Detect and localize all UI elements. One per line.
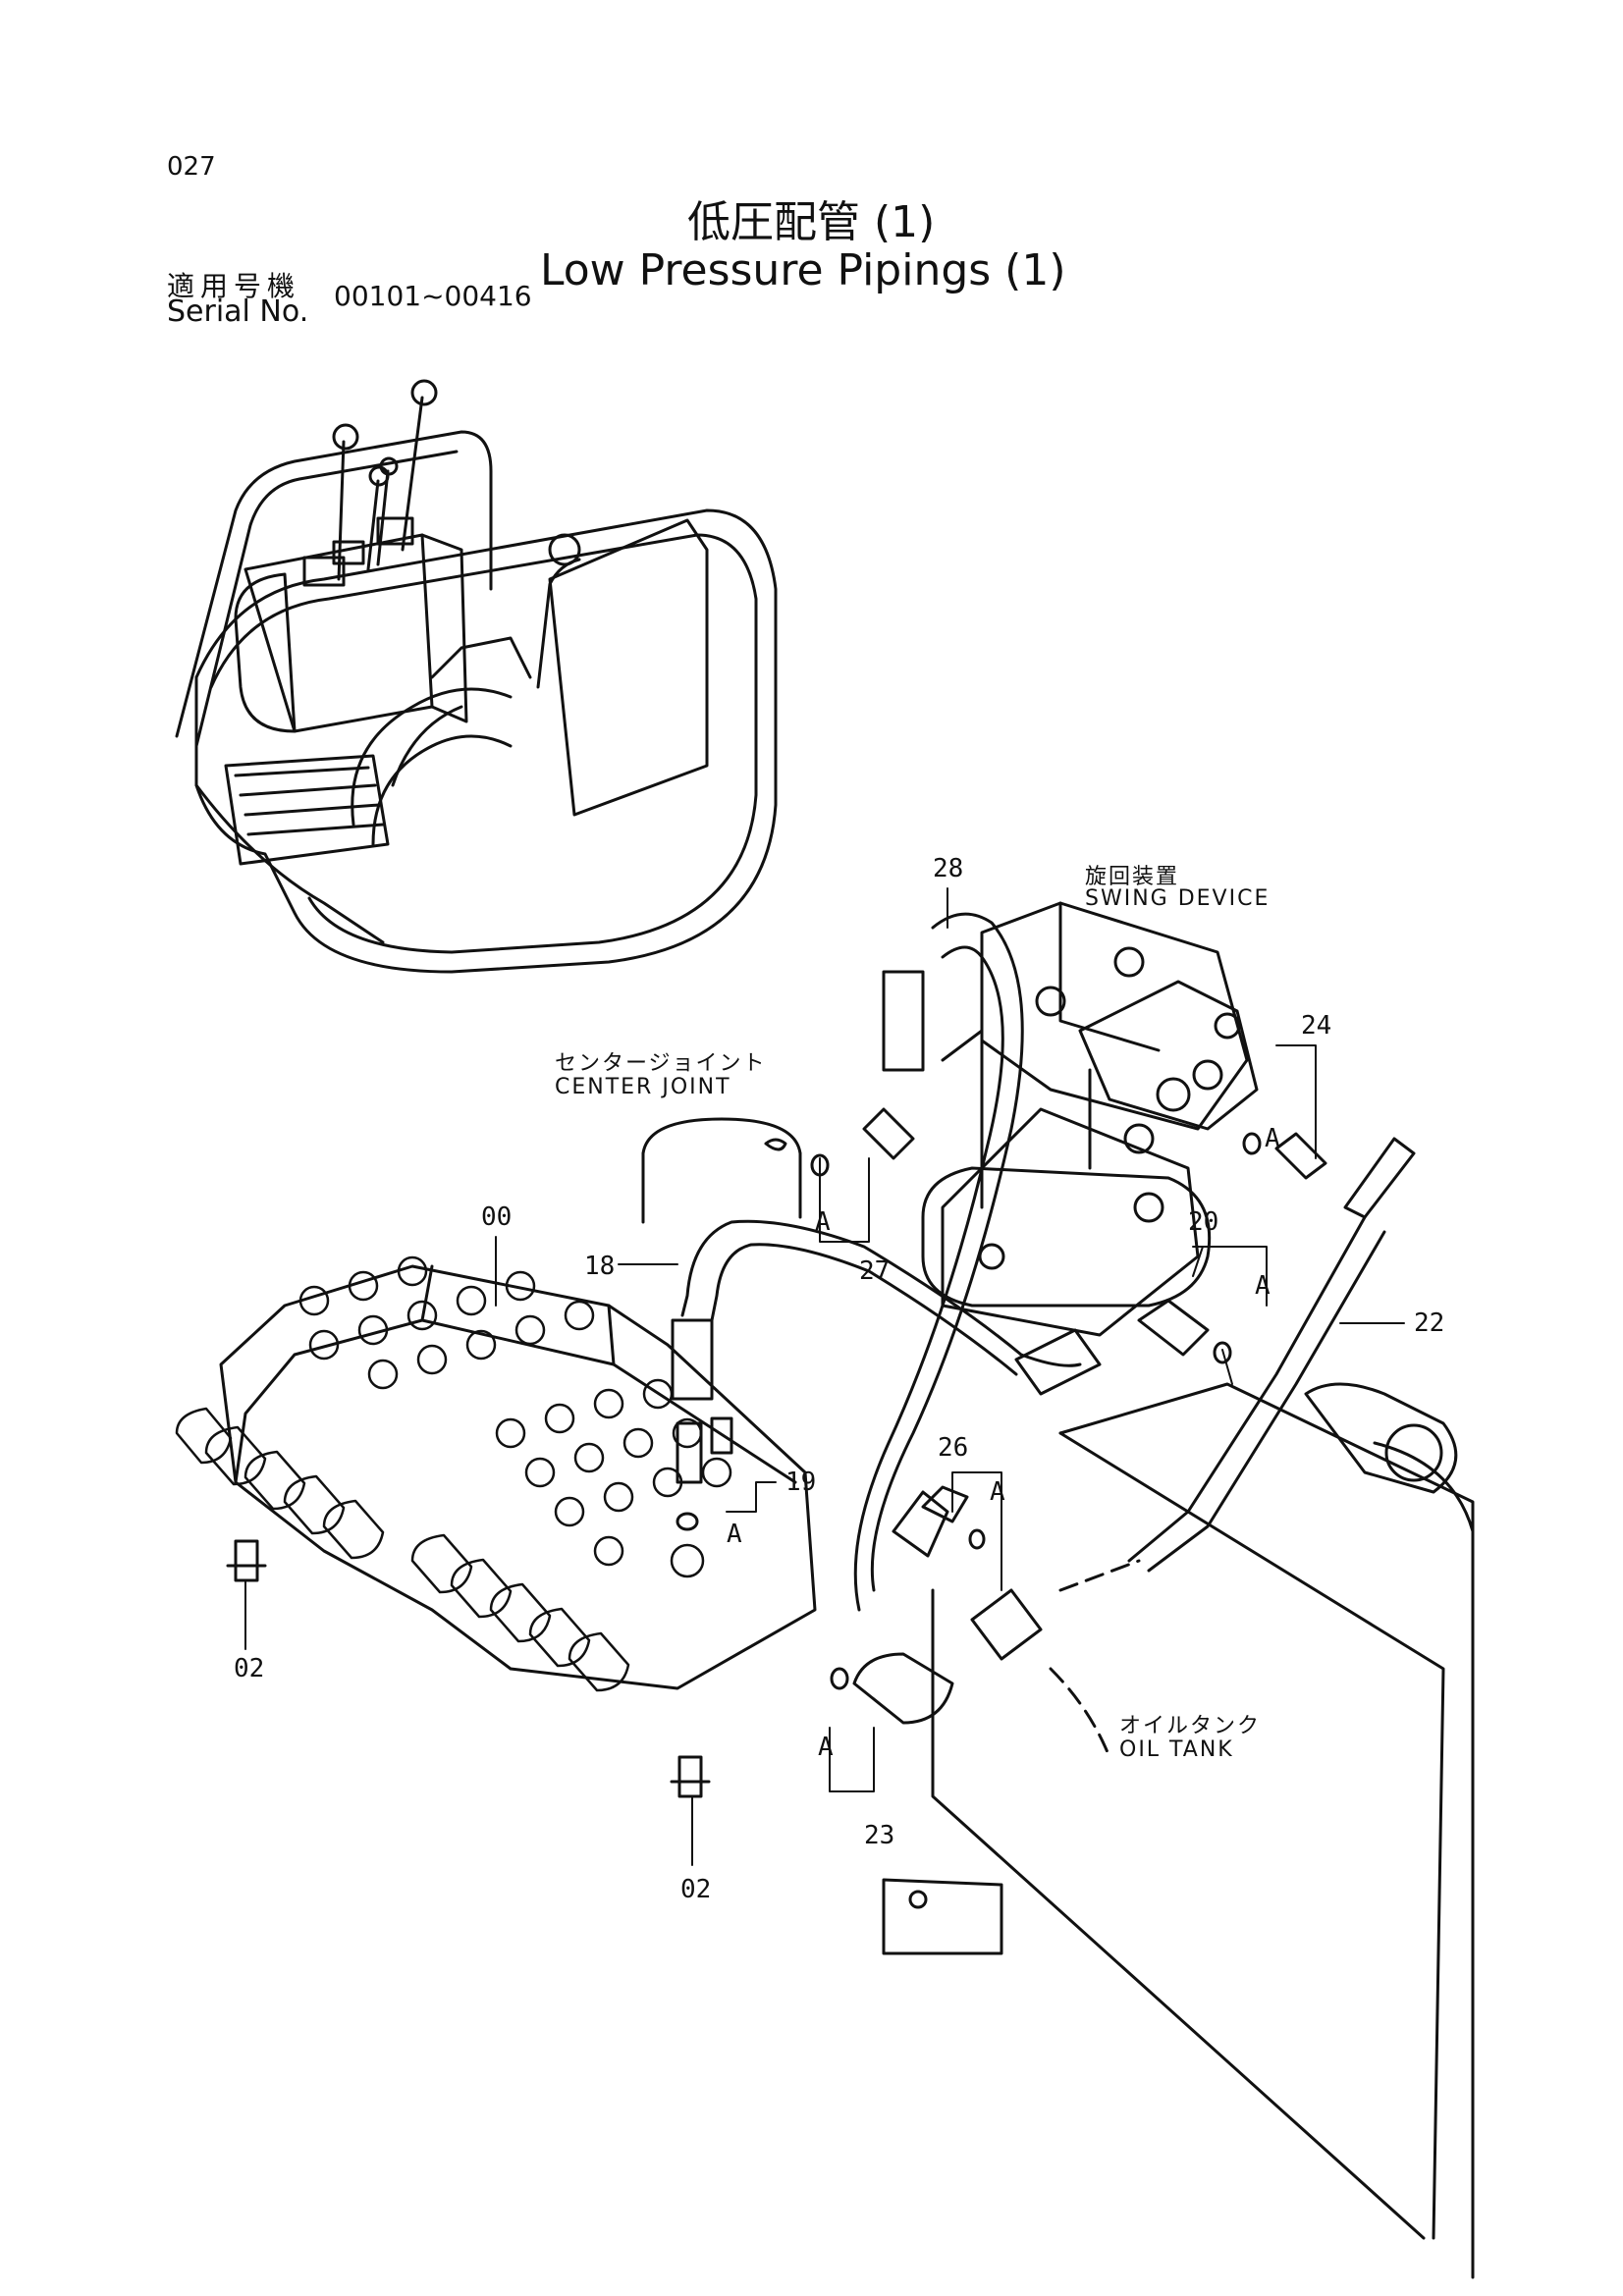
leader-lines (244, 887, 1405, 1866)
page-title-en: Low Pressure Pipings (1) (540, 245, 1066, 295)
callout-24: 24 (1301, 1011, 1332, 1041)
callout-27-a: A (815, 1207, 831, 1237)
callout-22: 22 (1414, 1308, 1445, 1338)
callout-20-a: A (1255, 1271, 1271, 1301)
callout-27: 27 (859, 1256, 891, 1286)
center-joint-drawing (641, 1117, 802, 1224)
hose-drawing (671, 912, 1416, 1725)
callout-00: 00 (481, 1202, 513, 1232)
machine-overview-drawing (175, 379, 778, 974)
oil-tank-label-jp: オイルタンク (1119, 1714, 1262, 1738)
page-title-jp: 低圧配管 (1) (687, 197, 936, 247)
callout-23-a: A (818, 1733, 834, 1762)
swing-device-label-jp: 旋回装置 (1085, 865, 1180, 889)
callout-19-a: A (727, 1520, 742, 1549)
oil-tank-label-en: OIL TANK (1119, 1737, 1234, 1762)
swing-device-label-en: SWING DEVICE (1085, 886, 1271, 911)
center-joint-label-jp: センタージョイント (555, 1051, 767, 1076)
callout-23: 23 (864, 1821, 895, 1850)
callout-26-a: A (990, 1477, 1005, 1507)
callout-18: 18 (584, 1252, 616, 1281)
serial-label-jp: 適用号機 (167, 270, 301, 302)
page-number: 027 (167, 152, 216, 182)
serial-label-en: Serial No. (167, 294, 309, 329)
callout-24-a: A (1265, 1124, 1280, 1153)
callout-20: 20 (1188, 1207, 1219, 1237)
control-valve-drawing (175, 1255, 817, 1692)
callout-02-upper: 02 (234, 1654, 265, 1683)
center-joint-label-en: CENTER JOINT (555, 1075, 731, 1099)
bolt-drawing (226, 1539, 711, 1798)
callout-28: 28 (933, 854, 964, 883)
callout-19: 19 (785, 1468, 817, 1497)
callout-02-lower: 02 (680, 1875, 712, 1904)
serial-range: 00101~00416 (334, 280, 532, 312)
callout-26: 26 (938, 1433, 969, 1463)
